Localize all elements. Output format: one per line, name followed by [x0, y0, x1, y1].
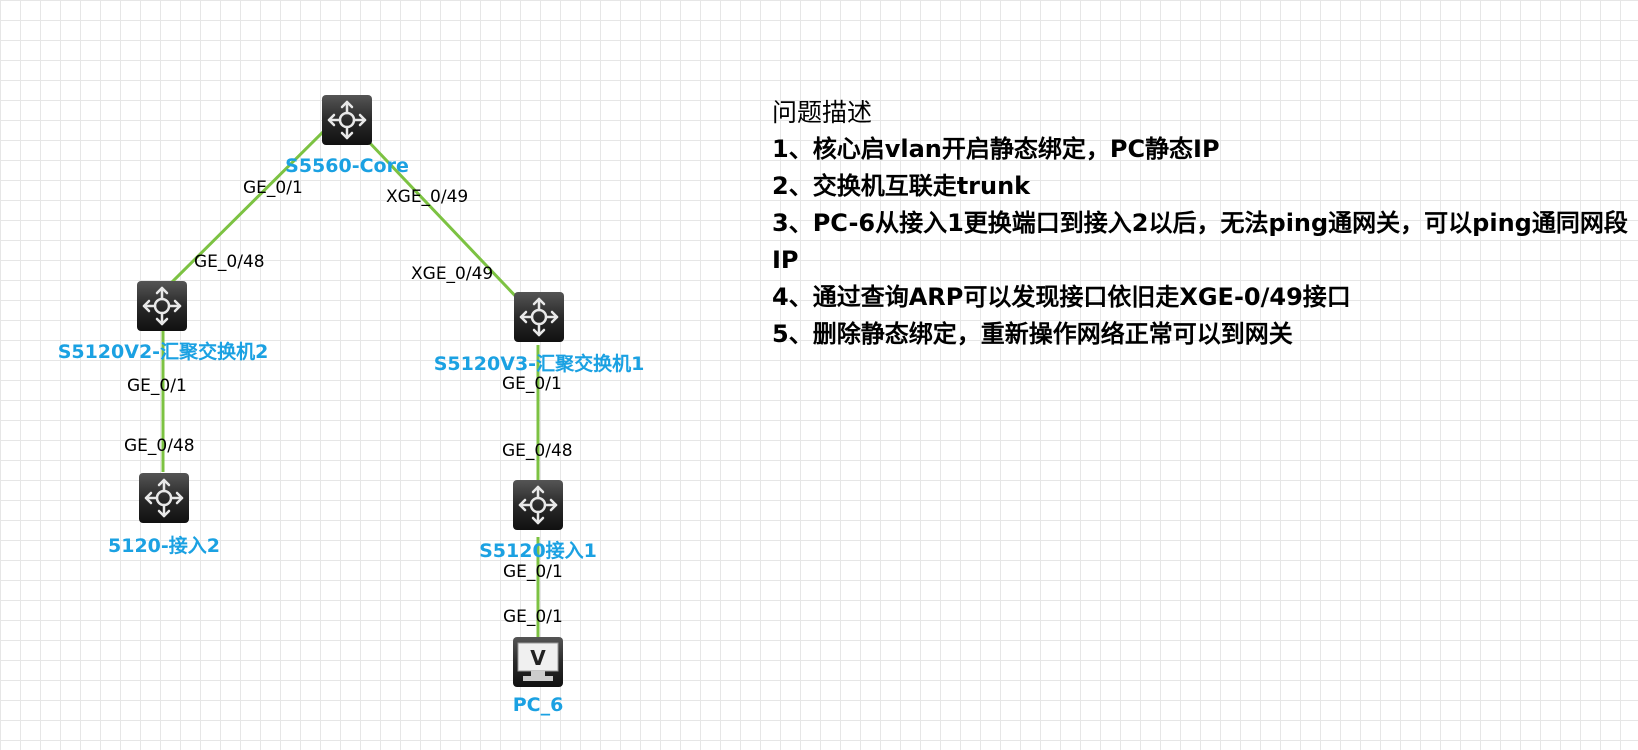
router-switch-icon[interactable] — [135, 279, 189, 333]
description-title: 问题描述 — [772, 98, 873, 127]
port-label: GE_0/48 — [502, 441, 573, 461]
device-label-acc1: S5120接入1 — [479, 540, 597, 562]
description-item: 2、交换机互联走trunk — [772, 172, 1031, 200]
description-item: 1、核心启vlan开启静态绑定，PC静态IP — [772, 135, 1220, 163]
port-label: GE_0/1 — [502, 374, 562, 394]
problem-description: 问题描述 1、核心启vlan开启静态绑定，PC静态IP 2、交换机互联走trun… — [772, 94, 1632, 353]
description-item: 5、删除静态绑定，重新操作网络正常可以到网关 — [772, 320, 1293, 348]
device-label-core: S5560-Core — [285, 155, 409, 177]
port-label: GE_0/1 — [127, 376, 187, 396]
router-switch-icon[interactable] — [137, 471, 191, 525]
network-topology-diagram: V S5560-Core S5120V2-汇聚交换机2 S5120V3-汇聚交换… — [58, 93, 645, 716]
device-label-agg2: S5120V2-汇聚交换机2 — [58, 340, 269, 363]
router-switch-icon[interactable] — [320, 93, 374, 147]
link-core-agg1[interactable] — [346, 118, 524, 305]
port-label: XGE_0/49 — [411, 264, 493, 284]
port-label: GE_0/1 — [503, 562, 563, 582]
device-label-agg1: S5120V3-汇聚交换机1 — [434, 352, 645, 375]
port-label: GE_0/1 — [243, 178, 303, 198]
port-label: GE_0/48 — [124, 436, 195, 456]
port-label: XGE_0/49 — [386, 187, 468, 207]
pc-monitor-icon[interactable] — [512, 636, 564, 688]
device-label-pc6: PC_6 — [513, 694, 564, 716]
description-item: 4、通过查询ARP可以发现接口依旧走XGE-0/49接口 — [772, 283, 1351, 311]
router-switch-icon[interactable] — [512, 290, 566, 344]
router-switch-icon[interactable] — [511, 478, 565, 532]
description-item: 3、PC-6从接入1更换端口到接入2以后，无法ping通网关，可以ping通同网… — [772, 209, 1628, 274]
port-label: GE_0/48 — [194, 252, 265, 272]
link-core-agg2[interactable] — [160, 118, 337, 294]
port-label: GE_0/1 — [503, 607, 563, 627]
device-label-acc2: 5120-接入2 — [108, 535, 220, 557]
